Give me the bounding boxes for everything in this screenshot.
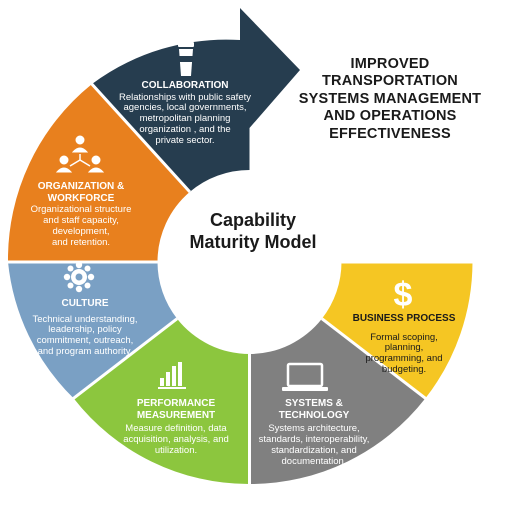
organization-desc-line: and retention. (51, 236, 111, 248)
culture-text: CULTURE Technical understanding, leaders… (22, 298, 148, 358)
center-circle (159, 172, 340, 352)
culture-title: CULTURE (61, 298, 109, 309)
gear-people-icon (63, 261, 95, 293)
people-network-icon (55, 135, 105, 173)
organization-desc-line: and staff capacity, (43, 214, 119, 226)
collaboration-text: COLLABORATION Relationships with public … (106, 80, 264, 147)
performance-desc-line: acquisition, analysis, and (123, 433, 229, 445)
performance-desc-line: utilization. (154, 444, 198, 456)
organization-text: ORGANIZATION & WORKFORCE Organizational … (22, 181, 140, 249)
cup-icon (178, 42, 194, 76)
goal-line: SYSTEMS MANAGEMENT (298, 90, 482, 107)
center-title: Capability Maturity Model (178, 210, 328, 253)
culture-desc-line: Technical understanding, (32, 313, 138, 325)
collaboration-desc-line: agencies, local governments, (123, 102, 247, 114)
segment-dividers (6, 80, 474, 486)
laptop-icon (282, 362, 328, 391)
performance-desc-line: Measure definition, data (125, 423, 227, 434)
business-desc-line: programming, and (365, 353, 443, 365)
goal-line: EFFECTIVENESS (329, 125, 451, 142)
systems-desc-line: standardization, and (271, 444, 357, 456)
business-desc-line: budgeting. (381, 364, 427, 376)
organization-desc-line: development, (52, 225, 110, 237)
collaboration-desc-line: private sector. (155, 135, 215, 147)
goal-statement: IMPROVED TRANSPORTATION SYSTEMS MANAGEME… (292, 56, 488, 143)
segment-performance-measurement (73, 318, 250, 485)
collaboration-desc-line: Relationships with public safety (118, 91, 251, 103)
goal-line: TRANSPORTATION (322, 73, 458, 90)
systems-desc-line: Systems architecture, (268, 423, 360, 434)
systems-desc-line: standards, interoperability, (258, 433, 370, 445)
culture-desc-line: leadership, policy (48, 324, 122, 336)
goal-line: IMPROVED (350, 56, 430, 72)
organization-title: ORGANIZATION & (37, 181, 125, 192)
performance-title: PERFORMANCE (136, 398, 216, 409)
business-desc-line: Formal scoping, (370, 331, 438, 343)
segment-organization-workforce (7, 84, 190, 262)
goal-line: AND OPERATIONS (323, 108, 457, 125)
organization-desc-line: Organizational structure (30, 204, 132, 215)
segment-business-process (321, 262, 473, 399)
performance-text: PERFORMANCE MEASUREMENT Measure definiti… (108, 398, 244, 457)
dollar-icon: $ (394, 276, 413, 314)
segment-culture (8, 262, 178, 399)
collaboration-desc-line: metropolitan planning (139, 113, 231, 125)
segment-systems-technology (249, 318, 426, 485)
systems-title: TECHNOLOGY (278, 409, 350, 421)
business-title: BUSINESS PROCESS (352, 313, 456, 324)
business-text: BUSINESS PROCESS Formal scoping, plannin… (346, 313, 462, 376)
systems-title: SYSTEMS & (285, 398, 343, 409)
center-title-line: Maturity Model (189, 231, 317, 252)
performance-title: MEASUREMENT (136, 409, 216, 421)
systems-text: SYSTEMS & TECHNOLOGY Systems architectur… (258, 398, 370, 468)
culture-desc-line: commitment, outreach, (36, 335, 134, 347)
bar-chart-icon (158, 362, 186, 389)
organization-title: WORKFORCE (47, 192, 115, 204)
collaboration-desc-line: organization , and the (139, 124, 231, 136)
business-desc-line: planning, (384, 342, 424, 354)
systems-desc-line: documentation. (281, 455, 347, 467)
center-title-line: Capability (209, 210, 297, 230)
segment-collaboration (92, 8, 300, 192)
culture-desc-line: and program authority. (37, 346, 133, 358)
collaboration-title: COLLABORATION (141, 80, 229, 91)
